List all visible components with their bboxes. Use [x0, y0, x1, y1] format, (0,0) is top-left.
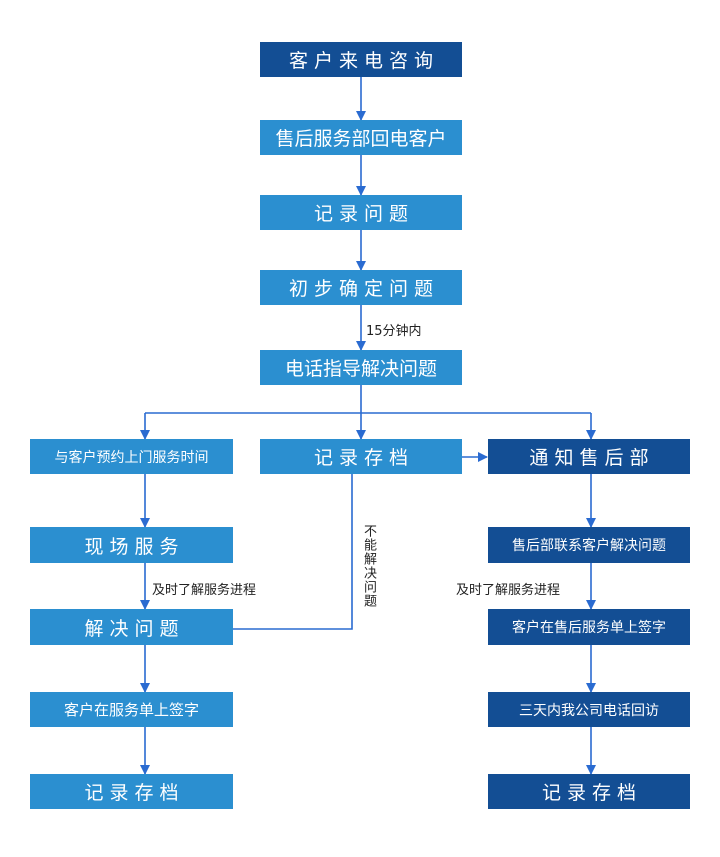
node-initial-confirm: 初步确定问题: [260, 270, 462, 305]
node-aftersales-callback: 售后服务部回电客户: [260, 120, 462, 155]
node-sign-aftersales-form: 客户在售后服务单上签字: [488, 609, 690, 645]
node-onsite-service: 现 场 服 务: [30, 527, 233, 563]
label-progress-right: 及时了解服务进程: [456, 583, 561, 598]
arrow-cannot-solve-loop: [233, 452, 488, 630]
label-within-15min: 15分钟内: [366, 324, 422, 339]
node-record-issue: 记 录 问 题: [260, 195, 462, 230]
node-schedule-service: 与客户预约上门服务时间: [30, 439, 233, 474]
node-notify-aftersales: 通 知 售 后 部: [488, 439, 690, 474]
node-record-archive-center: 记 录 存 档: [260, 439, 462, 474]
node-record-archive-left: 记 录 存 档: [30, 774, 233, 809]
node-record-archive-right: 记 录 存 档: [488, 774, 690, 809]
node-phone-guide: 电话指导解决问题: [260, 350, 462, 385]
node-contact-customer: 售后部联系客户解决问题: [488, 527, 690, 563]
node-sign-service-form: 客户在服务单上签字: [30, 692, 233, 727]
label-cannot-solve: 不能解决问题: [361, 524, 376, 608]
node-followup-call: 三天内我公司电话回访: [488, 692, 690, 727]
node-customer-call: 客户来电咨询: [260, 42, 462, 77]
label-progress-left: 及时了解服务进程: [152, 583, 257, 598]
node-solve-issue: 解 决 问 题: [30, 609, 233, 645]
